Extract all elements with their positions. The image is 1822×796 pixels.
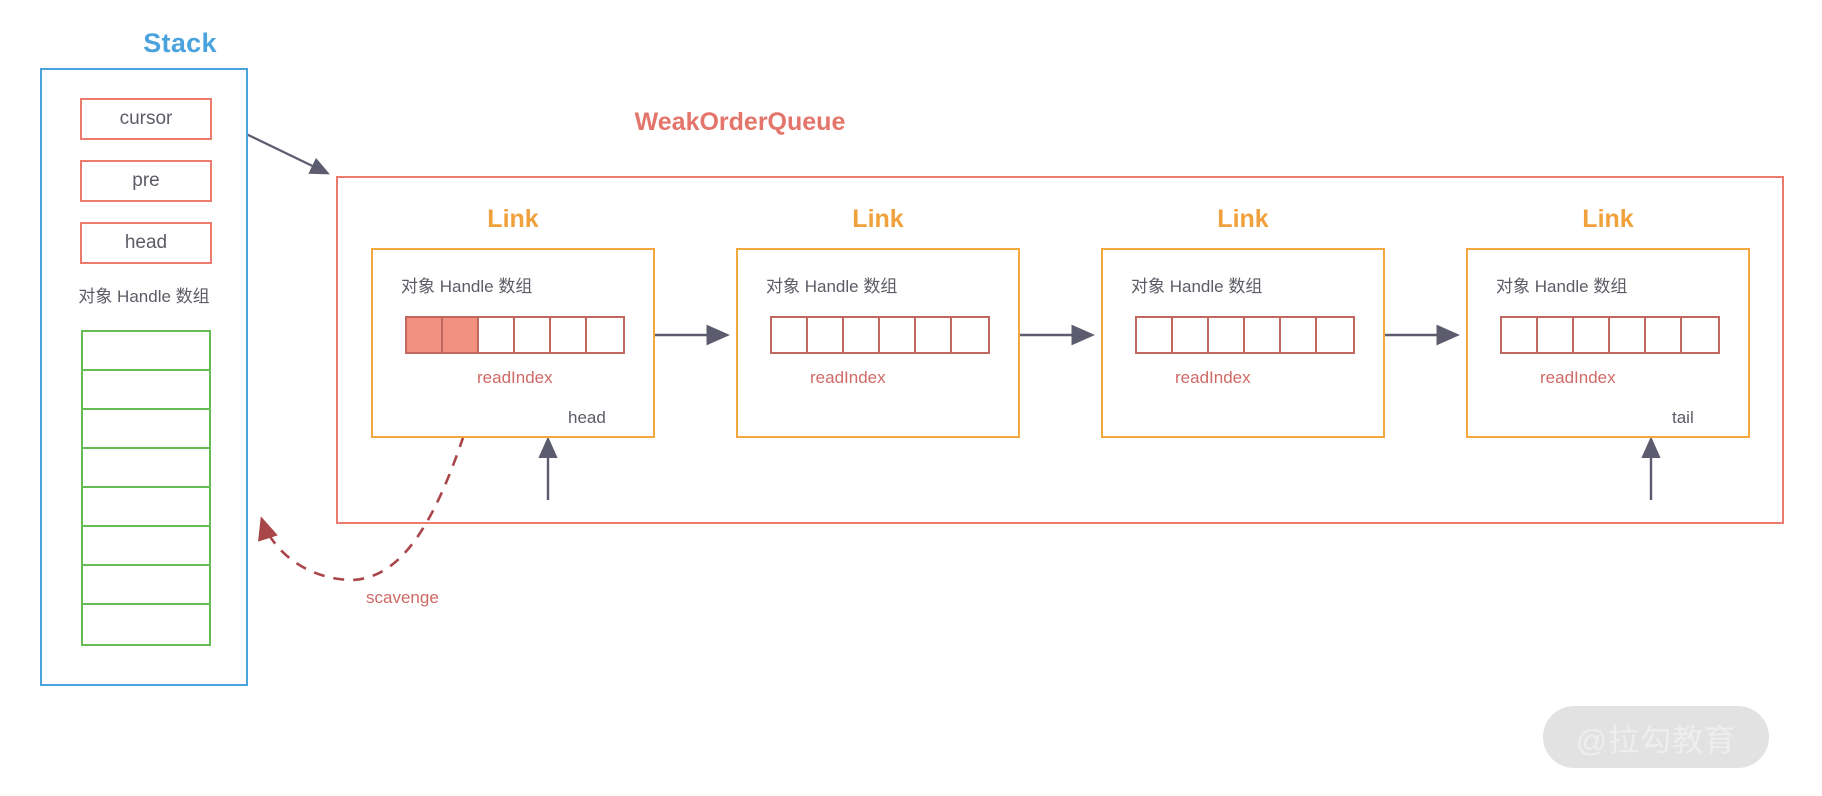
stack-handle-array-label: 对象 Handle 数组 — [78, 287, 210, 306]
link-handle-array — [405, 316, 625, 354]
link-box-4[interactable]: 对象 Handle 数组 readIndex — [1466, 248, 1750, 438]
link-handle-array-label: 对象 Handle 数组 — [401, 277, 533, 296]
link-handle-array — [1135, 316, 1355, 354]
handle-cell-empty — [1610, 318, 1646, 352]
stack-title: Stack — [143, 28, 217, 58]
link-box-1[interactable]: 对象 Handle 数组 readIndex — [371, 248, 655, 438]
tail-pointer-label: tail — [1672, 408, 1694, 427]
link-title-2: Link — [852, 205, 904, 233]
handle-cell-empty — [1538, 318, 1574, 352]
readindex-label: readIndex — [810, 368, 886, 387]
stack-handle-cell — [83, 410, 209, 449]
stack-handle-cell — [83, 566, 209, 605]
handle-cell-filled — [443, 318, 479, 352]
watermark-badge: @拉勾教育 — [1543, 706, 1769, 768]
handle-cell-empty — [1574, 318, 1610, 352]
stack-field-pre[interactable]: pre — [80, 160, 212, 202]
link-handle-array-label: 对象 Handle 数组 — [1131, 277, 1263, 296]
stack-field-cursor[interactable]: cursor — [80, 98, 212, 140]
link-box-2[interactable]: 对象 Handle 数组 readIndex — [736, 248, 1020, 438]
readindex-label: readIndex — [477, 368, 553, 387]
handle-cell-empty — [1646, 318, 1682, 352]
stack-handle-cell — [83, 371, 209, 410]
weak-order-queue-container — [336, 176, 1784, 524]
stack-handle-array — [81, 330, 211, 646]
handle-cell-empty — [916, 318, 952, 352]
handle-cell-empty — [1502, 318, 1538, 352]
link-handle-array — [1500, 316, 1720, 354]
stack-handle-cell — [83, 605, 209, 644]
stack-handle-cell — [83, 332, 209, 371]
handle-cell-empty — [772, 318, 808, 352]
handle-cell-empty — [952, 318, 988, 352]
link-title-3: Link — [1217, 205, 1269, 233]
handle-cell-empty — [844, 318, 880, 352]
handle-cell-empty — [551, 318, 587, 352]
stack-handle-cell — [83, 449, 209, 488]
link-box-3[interactable]: 对象 Handle 数组 readIndex — [1101, 248, 1385, 438]
handle-cell-empty — [479, 318, 515, 352]
handle-cell-empty — [880, 318, 916, 352]
link-handle-array-label: 对象 Handle 数组 — [766, 277, 898, 296]
stack-handle-cell — [83, 488, 209, 527]
weak-order-queue-title: WeakOrderQueue — [634, 108, 846, 136]
handle-cell-empty — [515, 318, 551, 352]
link-title-1: Link — [487, 205, 539, 233]
scavenge-label: scavenge — [366, 588, 439, 607]
link-title-4: Link — [1582, 205, 1634, 233]
handle-cell-empty — [1173, 318, 1209, 352]
handle-cell-empty — [808, 318, 844, 352]
handle-cell-empty — [1317, 318, 1353, 352]
handle-cell-empty — [1682, 318, 1718, 352]
handle-cell-empty — [587, 318, 623, 352]
handle-cell-empty — [1281, 318, 1317, 352]
handle-cell-empty — [1245, 318, 1281, 352]
stack-handle-cell — [83, 527, 209, 566]
readindex-label: readIndex — [1540, 368, 1616, 387]
readindex-label: readIndex — [1175, 368, 1251, 387]
stack-field-head[interactable]: head — [80, 222, 212, 264]
link-handle-array — [770, 316, 990, 354]
handle-cell-filled — [407, 318, 443, 352]
handle-cell-empty — [1137, 318, 1173, 352]
link-handle-array-label: 对象 Handle 数组 — [1496, 277, 1628, 296]
head-pointer-label: head — [568, 408, 606, 427]
scavenge-dashed-arrow — [258, 359, 489, 582]
handle-cell-empty — [1209, 318, 1245, 352]
